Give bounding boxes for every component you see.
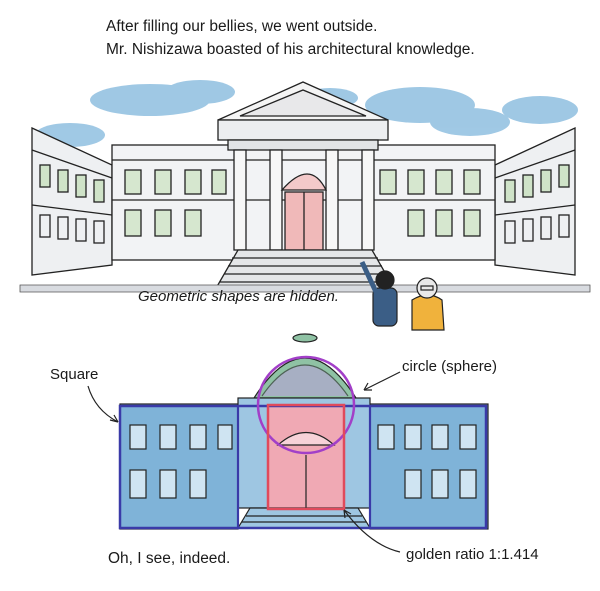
geometry-overlays [118,355,488,530]
left-wing [31,126,113,276]
left-block [119,403,239,530]
label-circle-sphere: circle (sphere) [402,358,498,375]
golden-pointer [343,509,401,553]
right-block [369,403,489,530]
speech-geometric-shapes: Geometric shapes are hidden. [138,288,339,305]
label-square: Square [50,366,99,383]
ground [19,284,591,293]
circle-outline [256,355,356,455]
man-pointing [359,260,398,327]
square-pointer [87,385,119,423]
label-golden-ratio: golden ratio 1:1.414 [406,546,539,563]
mr-nishizawa [411,277,445,331]
caption-line-2: Mr. Nishizawa boasted of his architectur… [106,41,475,58]
caption-line-1: After filling our bellies, we went outsi… [106,18,378,35]
reply-text: Oh, I see, indeed. [108,550,231,567]
leader-lines [87,371,401,553]
top-panel-illustration [19,80,591,331]
main-building [111,81,496,291]
right-wing [494,126,576,276]
golden-ratio-outline [266,403,346,511]
sky-clouds [35,80,578,147]
circle-pointer [363,371,401,391]
